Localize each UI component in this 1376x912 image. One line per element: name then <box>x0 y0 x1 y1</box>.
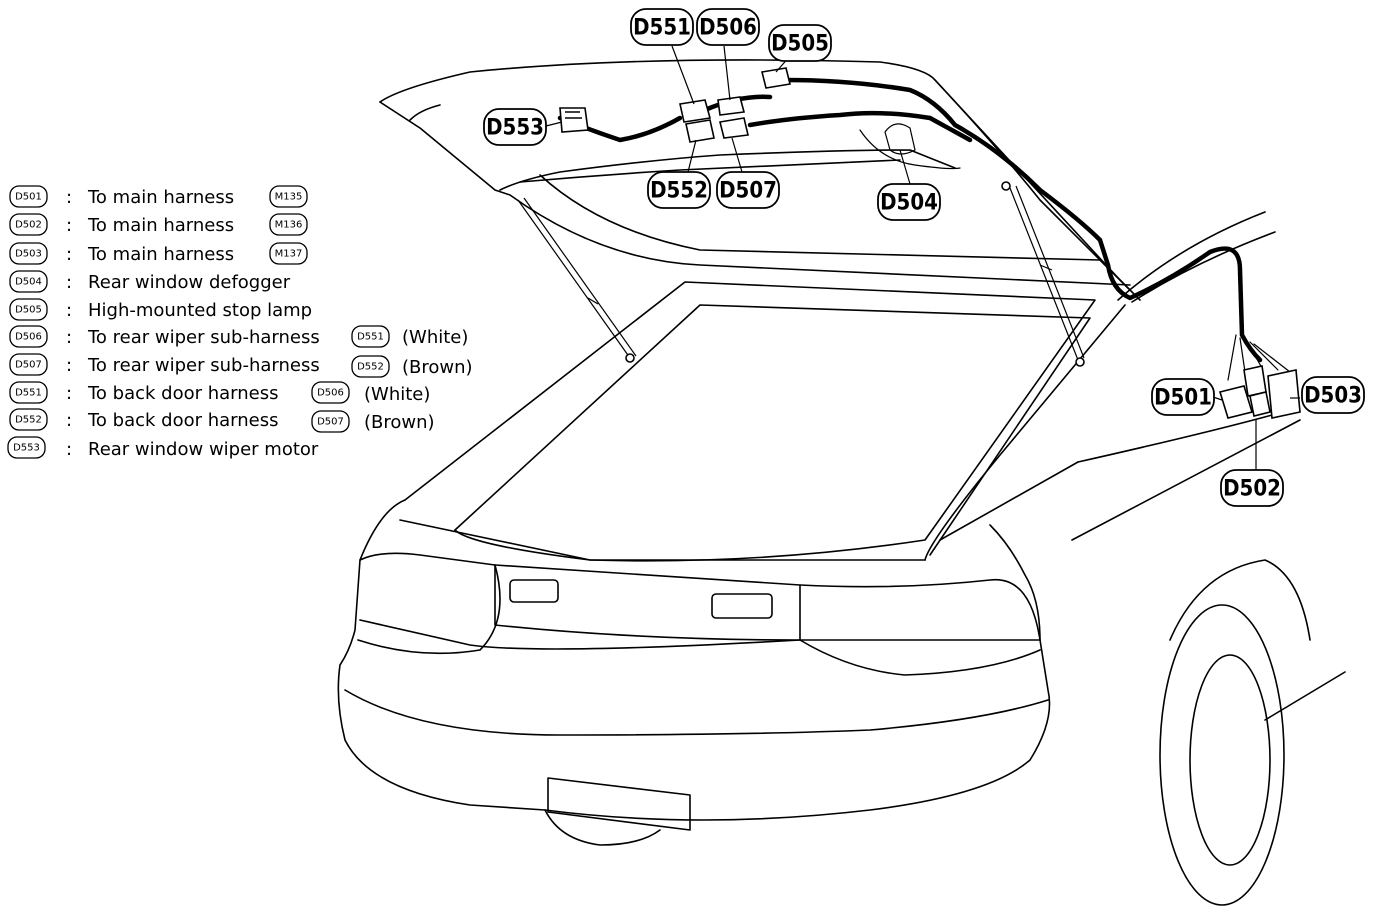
svg-text::: : <box>66 355 72 376</box>
svg-text:D507: D507 <box>719 179 777 204</box>
svg-text::: : <box>66 215 72 236</box>
svg-text:D552: D552 <box>357 362 384 373</box>
legend-row: D551 : To back door harness D506 (White) <box>9 381 430 405</box>
svg-text:D507: D507 <box>317 417 344 428</box>
svg-text:D505: D505 <box>15 305 42 316</box>
svg-text:D504: D504 <box>15 277 42 288</box>
callout-d551: D551 <box>630 8 694 46</box>
svg-text:Rear window wiper motor: Rear window wiper motor <box>88 439 319 460</box>
callout-d502: D502 <box>1220 469 1284 507</box>
legend-row: D507 : To rear wiper sub-harness D552 (B… <box>9 353 473 378</box>
svg-text:To back door harness: To back door harness <box>87 383 279 404</box>
svg-text:To main harness: To main harness <box>87 244 234 265</box>
svg-text::: : <box>66 439 72 460</box>
svg-text:D501: D501 <box>1154 386 1212 411</box>
car-body <box>337 59 1346 906</box>
legend-row: D505 : High-mounted stop lamp <box>9 298 312 321</box>
callout-d504: D504 <box>877 183 941 221</box>
svg-text::: : <box>66 187 72 208</box>
svg-text:D501: D501 <box>15 192 42 203</box>
legend: D501 : To main harness M135 D502 : To ma… <box>7 185 473 460</box>
svg-text::: : <box>66 410 72 431</box>
svg-text:D552: D552 <box>650 179 708 204</box>
svg-text:(Brown): (Brown) <box>402 357 473 378</box>
svg-text:To back door harness: To back door harness <box>87 410 279 431</box>
svg-text:D505: D505 <box>771 32 829 57</box>
svg-text:D504: D504 <box>880 191 938 216</box>
svg-text:To main harness: To main harness <box>87 187 234 208</box>
svg-text:D506: D506 <box>699 16 757 41</box>
reflector-right <box>711 593 773 619</box>
svg-text:D506: D506 <box>317 388 344 399</box>
svg-text:(Brown): (Brown) <box>364 412 435 433</box>
callout-d501: D501 <box>1151 378 1215 416</box>
svg-text::: : <box>66 327 72 348</box>
svg-text:D502: D502 <box>15 220 42 231</box>
svg-text:To rear wiper sub-harness: To rear wiper sub-harness <box>87 327 320 348</box>
svg-text:D552: D552 <box>15 415 42 426</box>
rear-rim <box>1189 654 1271 866</box>
callout-d506: D506 <box>696 8 760 46</box>
callout-d553: D553 <box>483 108 547 146</box>
callout-d505: D505 <box>768 24 832 62</box>
license-plate-recess <box>547 777 691 831</box>
legend-row: D552 : To back door harness D507 (Brown) <box>9 408 435 433</box>
svg-text:M137: M137 <box>275 249 303 260</box>
legend-row: D506 : To rear wiper sub-harness D551 (W… <box>9 325 468 348</box>
legend-row: D501 : To main harness M135 <box>9 185 308 208</box>
callout-d503: D503 <box>1301 376 1365 414</box>
svg-text:D553: D553 <box>13 443 40 454</box>
svg-text:D502: D502 <box>1223 477 1281 502</box>
svg-text:(White): (White) <box>364 384 430 405</box>
svg-text:D551: D551 <box>633 16 691 41</box>
svg-text::: : <box>66 383 72 404</box>
svg-text:D551: D551 <box>357 332 384 343</box>
legend-row: D504 : Rear window defogger <box>9 270 291 293</box>
svg-text:M135: M135 <box>275 192 303 203</box>
svg-text::: : <box>66 244 72 265</box>
callout-d552: D552 <box>647 171 711 209</box>
connectors <box>559 67 1301 419</box>
svg-text:Rear window defogger: Rear window defogger <box>88 272 291 293</box>
svg-text::: : <box>66 300 72 321</box>
svg-text:D553: D553 <box>486 116 544 141</box>
svg-text:High-mounted stop lamp: High-mounted stop lamp <box>88 300 312 321</box>
svg-text:D551: D551 <box>15 388 42 399</box>
svg-text:(White): (White) <box>402 327 468 348</box>
svg-text:D503: D503 <box>1304 384 1362 409</box>
rear-tire <box>1159 604 1285 906</box>
svg-text:To rear wiper sub-harness: To rear wiper sub-harness <box>87 355 320 376</box>
svg-text:D507: D507 <box>15 360 42 371</box>
callout-d507: D507 <box>716 171 780 209</box>
svg-text::: : <box>66 272 72 293</box>
svg-text:To main harness: To main harness <box>87 215 234 236</box>
legend-row: D553 : Rear window wiper motor <box>7 436 319 460</box>
legend-row: D502 : To main harness M136 <box>9 213 308 236</box>
reflector-left <box>509 579 559 603</box>
svg-text:M136: M136 <box>275 220 303 231</box>
svg-text:D503: D503 <box>15 249 42 260</box>
svg-text:D506: D506 <box>15 332 42 343</box>
legend-row: D503 : To main harness M137 <box>9 242 308 265</box>
gas-struts <box>517 181 1085 367</box>
